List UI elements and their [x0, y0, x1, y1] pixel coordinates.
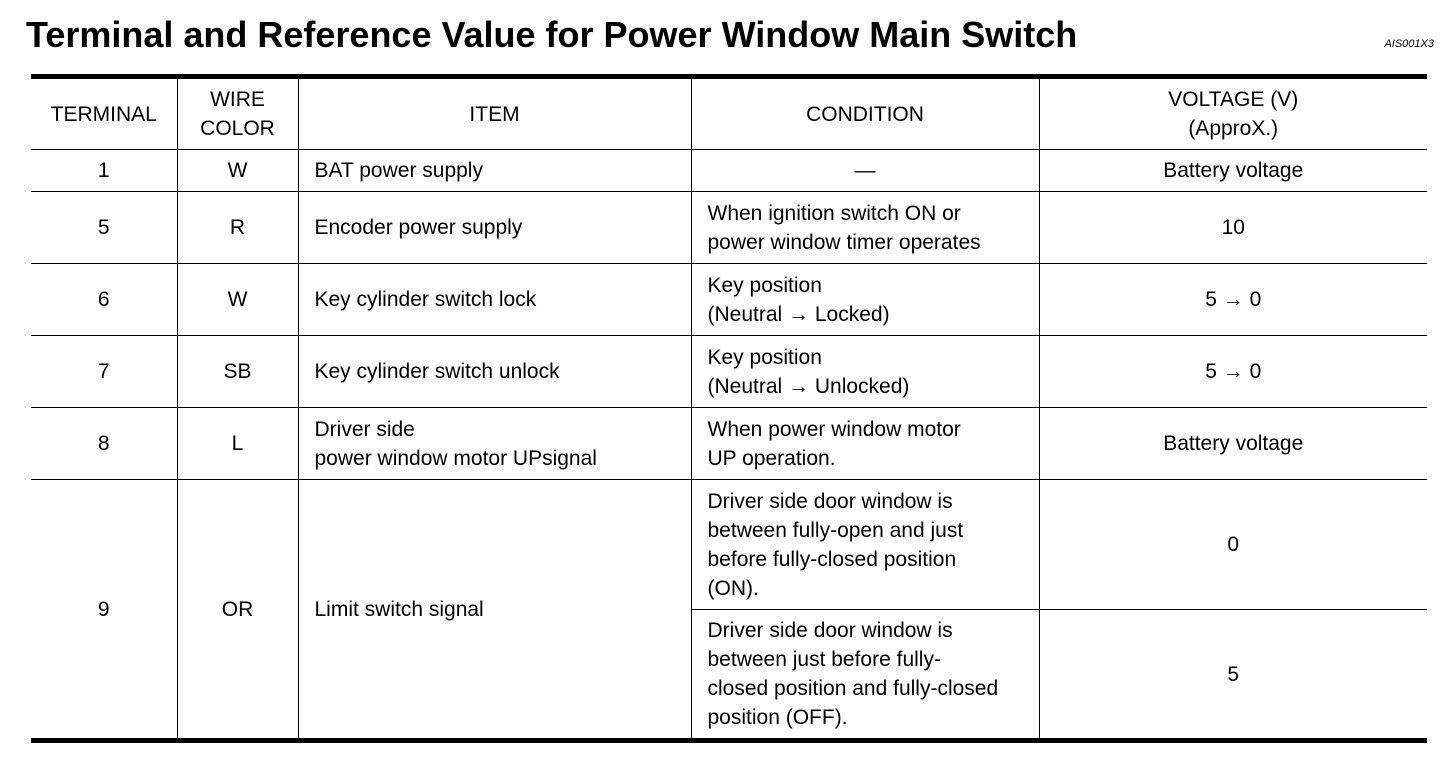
cell-item: Driver side power window motor UPsignal	[297, 407, 692, 480]
cell-condition: Driver side door window is between fully…	[690, 479, 1040, 610]
cell-voltage: Battery voltage	[1038, 407, 1427, 480]
cell-voltage: 5	[1038, 609, 1427, 741]
header-voltage: VOLTAGE (V) (ApproX.)	[1038, 76, 1427, 150]
cell-terminal: 9	[31, 479, 178, 741]
cell-voltage: Battery voltage	[1038, 149, 1427, 192]
header-item: ITEM	[297, 76, 692, 150]
cell-wire-color: W	[176, 263, 299, 336]
cell-voltage: 0	[1038, 479, 1427, 610]
page-title: Terminal and Reference Value for Power W…	[26, 14, 1078, 55]
cell-item: Key cylinder switch unlock	[297, 335, 692, 408]
cell-wire-color: OR	[176, 479, 299, 741]
cell-item: BAT power supply	[297, 149, 692, 192]
cell-condition: When power window motor UP operation.	[690, 407, 1040, 480]
cell-condition: Driver side door window is between just …	[691, 609, 1040, 741]
cell-terminal: 6	[31, 263, 178, 336]
cell-condition: Key position (Neutral → Unlocked)	[690, 335, 1040, 408]
header-terminal: TERMINAL	[31, 76, 178, 150]
cell-wire-color: W	[176, 149, 299, 192]
table-row: 1 W BAT power supply — Battery voltage	[31, 149, 1427, 192]
table-row: Driver side door window is between just …	[31, 609, 1427, 741]
reference-code: AIS001X3	[1384, 38, 1434, 50]
cell-item: Limit switch signal	[297, 479, 692, 741]
table-row: 7 SB Key cylinder switch unlock Key posi…	[31, 335, 1427, 408]
cell-voltage: 5 → 0	[1038, 263, 1427, 336]
cell-terminal: 8	[31, 407, 178, 480]
cell-terminal: 7	[31, 335, 178, 408]
cell-wire-color: SB	[176, 335, 299, 408]
cell-wire-color: L	[176, 407, 299, 480]
table-row: 5 R Encoder power supply When ignition s…	[31, 191, 1427, 264]
cell-terminal: 5	[31, 191, 178, 264]
header-wire-color: WIRE COLOR	[176, 76, 299, 150]
cell-item: Key cylinder switch lock	[297, 263, 692, 336]
cell-voltage: 5 → 0	[1038, 335, 1427, 408]
terminal-reference-table: TERMINAL WIRE COLOR ITEM CONDITION VOLTA…	[31, 74, 1427, 743]
header-condition: CONDITION	[690, 76, 1040, 150]
cell-item: Encoder power supply	[297, 191, 692, 264]
cell-condition: Key position (Neutral → Locked)	[690, 263, 1040, 336]
table-row: 9 OR Limit switch signal Driver side doo…	[31, 479, 1427, 741]
table-row: 6 W Key cylinder switch lock Key positio…	[31, 263, 1427, 336]
cell-condition: —	[690, 149, 1040, 192]
cell-terminal: 1	[31, 149, 178, 192]
cell-wire-color: R	[176, 191, 299, 264]
cell-voltage: 10	[1038, 191, 1427, 264]
cell-condition: When ignition switch ON or power window …	[690, 191, 1040, 264]
table-header-row: TERMINAL WIRE COLOR ITEM CONDITION VOLTA…	[31, 76, 1427, 150]
table-row: 8 L Driver side power window motor UPsig…	[31, 407, 1427, 480]
